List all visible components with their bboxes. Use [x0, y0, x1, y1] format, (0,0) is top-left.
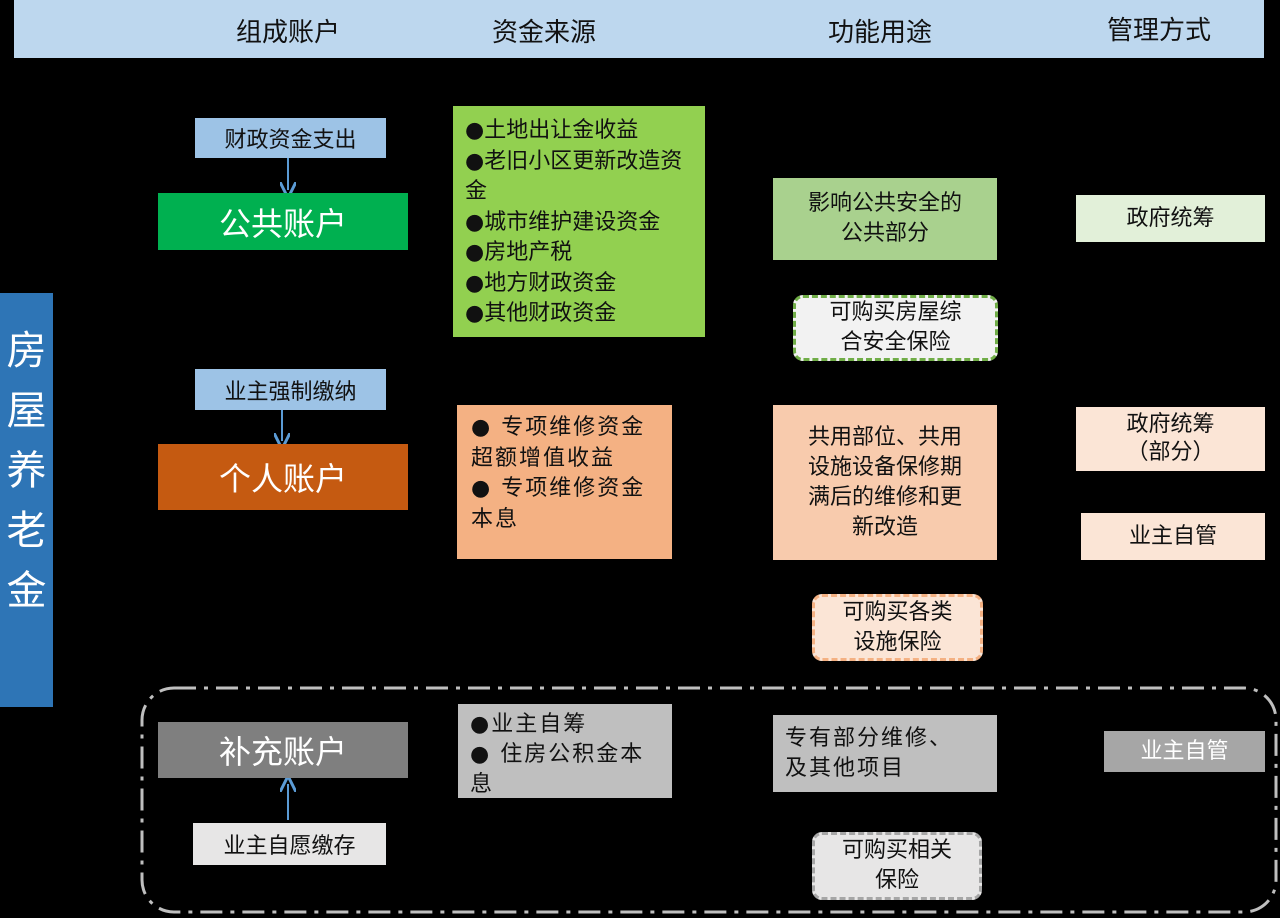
insurance-line: 可购买相关: [841, 838, 952, 863]
personal-function: 共用部位、共用 设施设备保修期 满后的维修和更 新改造: [773, 405, 997, 560]
personal-management-government: 政府统筹 （部分）: [1076, 407, 1265, 471]
header-accounts: 组成账户: [236, 18, 341, 48]
public-management: 政府统筹: [1076, 195, 1265, 242]
function-line: 影响公共安全的: [807, 191, 962, 216]
personal-management-owner: 业主自管: [1081, 513, 1265, 560]
source-item: ●老旧小区更新改造资金: [465, 148, 683, 205]
source-item: ● 住房公积金本息: [470, 742, 645, 797]
public-function: 影响公共安全的 公共部分: [773, 178, 997, 260]
title-char: 老: [6, 508, 47, 554]
function-line: 专有部分维修、: [785, 725, 954, 751]
insurance-line: 保险: [874, 868, 919, 893]
personal-insurance: 可购买各类 设施保险: [812, 594, 983, 661]
source-item: ●地方财政资金: [465, 270, 617, 296]
title-char: 金: [6, 568, 47, 614]
title-char: 养: [6, 448, 47, 494]
personal-origin: 业主强制缴纳: [195, 369, 386, 410]
function-line: 新改造: [851, 514, 918, 540]
personal-account: 个人账户: [158, 444, 408, 510]
source-item: ●房地产税: [465, 240, 573, 265]
source-item: ●城市维护建设资金: [465, 209, 661, 235]
function-line: 共用部位、共用: [807, 424, 962, 450]
public-sources: ●土地出让金收益 ●老旧小区更新改造资金 ●城市维护建设资金 ●房地产税 ●地方…: [453, 106, 705, 337]
source-item: ● 专项维修资金本息: [471, 476, 646, 532]
source-item: ● 专项维修资金超额增值收益: [471, 415, 646, 471]
supplement-management: 业主自管: [1104, 731, 1265, 772]
insurance-line: 合安全保险: [840, 330, 951, 355]
source-item: ●土地出让金收益: [465, 118, 639, 143]
supplement-origin: 业主自愿缴存: [193, 823, 386, 865]
vertical-title: 房 屋 养 老 金: [0, 293, 53, 707]
public-origin: 财政资金支出: [195, 118, 386, 158]
function-line: 公共部分: [840, 221, 929, 246]
supplement-function: 专有部分维修、 及其他项目: [773, 715, 997, 792]
supplement-insurance: 可购买相关 保险: [812, 832, 982, 900]
public-account: 公共账户: [158, 193, 408, 250]
supplement-account: 补充账户: [158, 722, 408, 778]
header-sources: 资金来源: [492, 18, 597, 48]
title-char: 房: [6, 328, 47, 374]
personal-sources: ● 专项维修资金超额增值收益 ● 专项维修资金本息: [457, 405, 672, 559]
supplement-frame: [140, 686, 1278, 914]
insurance-line: 设施保险: [853, 629, 942, 655]
supplement-sources: ●业主自筹 ● 住房公积金本息: [458, 704, 672, 798]
insurance-line: 可购买房屋综: [829, 300, 962, 325]
management-line: 政府统筹: [1126, 412, 1215, 437]
function-line: 及其他项目: [785, 755, 906, 781]
public-insurance: 可购买房屋综 合安全保险: [793, 295, 998, 361]
management-line: （部分）: [1126, 440, 1215, 465]
function-line: 设施设备保修期: [807, 454, 962, 480]
header-bar: 组成账户 资金来源 功能用途 管理方式: [14, 0, 1264, 58]
insurance-line: 可购买各类: [842, 599, 953, 625]
source-item: ●业主自筹: [470, 712, 588, 737]
title-char: 屋: [6, 388, 47, 434]
header-management: 管理方式: [1107, 16, 1212, 46]
function-line: 满后的维修和更: [807, 484, 962, 510]
header-functions: 功能用途: [828, 18, 933, 48]
source-item: ●其他财政资金: [465, 301, 617, 326]
